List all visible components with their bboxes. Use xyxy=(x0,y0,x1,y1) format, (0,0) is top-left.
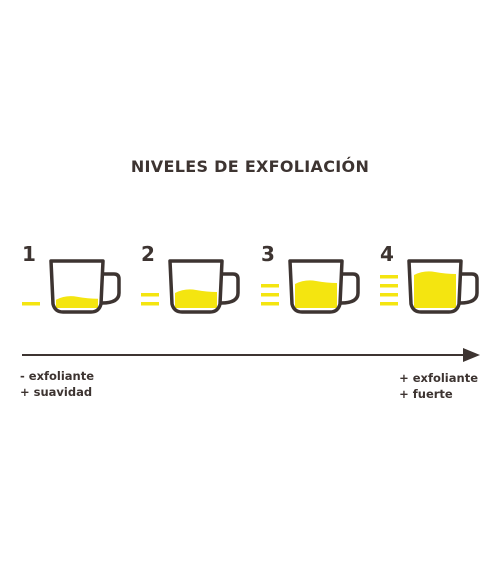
scale-max-caption: + exfoliante + fuerte xyxy=(399,370,478,402)
cup-handle xyxy=(459,272,479,305)
cup-outline xyxy=(168,259,224,314)
intensity-mark xyxy=(380,284,398,288)
intensity-mark xyxy=(261,284,279,288)
cup-icon xyxy=(141,259,240,314)
level-2: 2 xyxy=(141,240,251,320)
intensity-mark xyxy=(380,302,398,306)
caption-line: + suavidad xyxy=(20,385,93,399)
cup-liquid xyxy=(175,289,217,308)
intensity-mark xyxy=(141,293,159,297)
intensity-mark xyxy=(22,302,40,306)
caption-line: + exfoliante xyxy=(399,371,478,385)
level-number: 1 xyxy=(22,242,36,266)
diagram-title: NIVELES DE EXFOLIACIÓN xyxy=(130,157,370,176)
intensity-mark xyxy=(380,275,398,279)
intensity-mark xyxy=(261,302,279,306)
intensity-mark xyxy=(141,302,159,306)
cup-outline xyxy=(407,259,463,314)
cup-outline xyxy=(49,259,105,314)
cup-liquid xyxy=(414,271,456,308)
cup-liquid xyxy=(56,296,98,308)
intensity-mark xyxy=(261,293,279,297)
cup-outline xyxy=(288,259,344,314)
scale-arrow xyxy=(22,348,480,362)
level-number: 4 xyxy=(380,242,394,266)
cup-icon xyxy=(380,259,479,314)
level-number: 2 xyxy=(141,242,155,266)
cup-handle xyxy=(340,272,360,305)
cup-icon xyxy=(261,259,360,314)
level-number: 3 xyxy=(261,242,275,266)
cup-handle xyxy=(220,272,240,305)
caption-line: + fuerte xyxy=(399,387,453,401)
cup-handle xyxy=(101,272,121,305)
arrow-head-icon xyxy=(463,348,480,362)
intensity-mark xyxy=(380,293,398,297)
cup-liquid xyxy=(295,280,337,308)
level-4: 4 xyxy=(380,240,490,320)
caption-line: - exfoliante xyxy=(20,369,95,383)
cup-icon xyxy=(22,259,121,314)
level-1: 1 xyxy=(22,240,132,320)
level-3: 3 xyxy=(261,240,371,320)
scale-min-caption: - exfoliante + suavidad xyxy=(20,368,94,400)
